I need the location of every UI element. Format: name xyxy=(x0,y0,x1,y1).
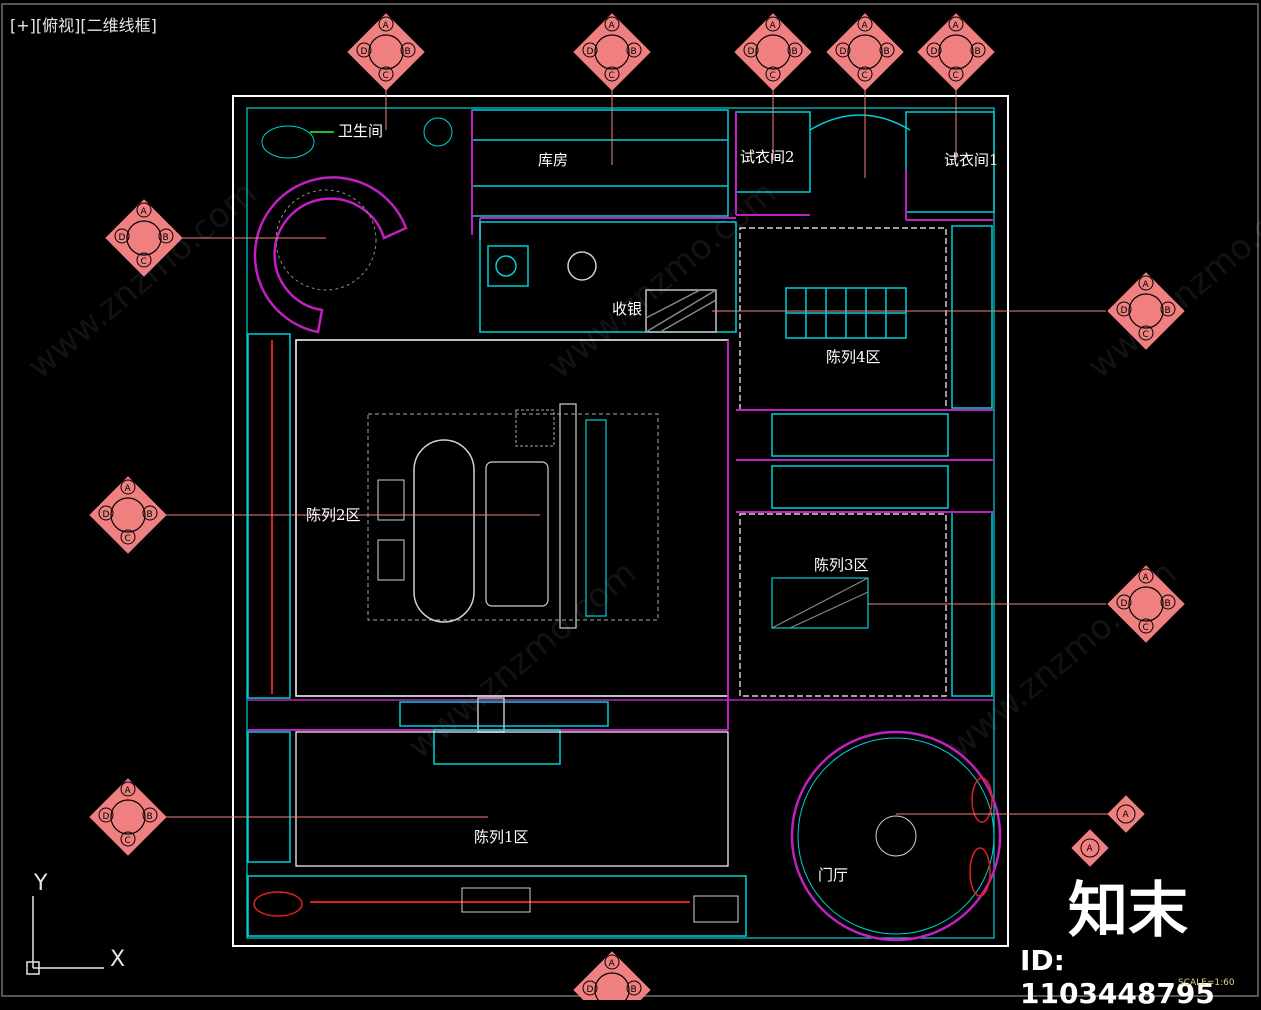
svg-text:B: B xyxy=(884,47,890,57)
inner-wall xyxy=(246,107,995,939)
svg-text:D: D xyxy=(361,47,368,57)
room-label-cashier: 收银 xyxy=(612,300,642,318)
section-symbols: A B C D A B C D A B C D A B C D A B C D A B C D A B C D A B C D A B C D A B C D… xyxy=(89,13,1185,1000)
section-symbol: A B C D xyxy=(734,13,812,91)
x-axis-label: X xyxy=(110,947,125,972)
section-symbol: A B C D xyxy=(917,13,995,91)
small-symbols: AA xyxy=(1071,795,1145,867)
room-label-storage: 库房 xyxy=(538,151,568,169)
svg-text:B: B xyxy=(405,47,411,57)
svg-text:A: A xyxy=(1087,844,1094,854)
image-id-badge: ID: 1103448795 xyxy=(1020,944,1215,1010)
svg-text:A: A xyxy=(141,207,148,217)
section-symbol: A B C D xyxy=(105,199,183,277)
svg-text:D: D xyxy=(931,47,938,57)
svg-text:D: D xyxy=(103,510,110,520)
svg-text:D: D xyxy=(587,985,594,995)
viewport-label[interactable]: [+][俯视][二维线框] xyxy=(10,16,157,35)
svg-text:B: B xyxy=(163,233,169,243)
elevation-symbol: A xyxy=(1071,829,1109,867)
svg-text:C: C xyxy=(770,71,776,81)
room-label-bathroom: 卫生间 xyxy=(338,122,383,140)
svg-text:C: C xyxy=(383,71,389,81)
svg-text:C: C xyxy=(953,71,959,81)
magenta-dividers xyxy=(248,340,994,731)
bathroom-fixtures xyxy=(261,117,453,159)
svg-text:A: A xyxy=(1123,810,1130,820)
svg-text:D: D xyxy=(1121,599,1128,609)
svg-text:A: A xyxy=(125,484,132,494)
svg-text:D: D xyxy=(103,812,110,822)
viewport-frame xyxy=(1,3,1259,997)
foyer-circle xyxy=(790,730,1002,942)
svg-text:C: C xyxy=(1143,330,1149,340)
elevation-symbol: A xyxy=(1107,795,1145,833)
right-zones xyxy=(739,227,947,697)
watermark: www.znzmo.com xyxy=(400,553,644,767)
section-symbol: A B C D xyxy=(573,13,651,91)
svg-text:A: A xyxy=(609,21,616,31)
svg-text:A: A xyxy=(770,21,777,31)
bottom-strip xyxy=(247,875,747,937)
svg-text:A: A xyxy=(1143,573,1150,583)
room-label-display1: 陈列1区 xyxy=(474,828,529,846)
svg-text:C: C xyxy=(141,257,147,267)
section-symbol: A B C D xyxy=(1107,565,1185,643)
svg-text:A: A xyxy=(862,21,869,31)
room-label-foyer: 门厅 xyxy=(818,866,848,884)
svg-text:D: D xyxy=(587,47,594,57)
svg-text:C: C xyxy=(862,71,868,81)
room-label-fitting1: 试衣间1 xyxy=(944,151,999,169)
svg-text:A: A xyxy=(953,21,960,31)
svg-text:A: A xyxy=(609,959,616,969)
svg-text:C: C xyxy=(609,71,615,81)
room-label-display3: 陈列3区 xyxy=(814,556,869,574)
svg-text:B: B xyxy=(147,812,153,822)
section-symbol: A B C D xyxy=(347,13,425,91)
svg-text:D: D xyxy=(119,233,126,243)
section-symbol: A B C D xyxy=(89,778,167,856)
svg-text:A: A xyxy=(1143,280,1150,290)
svg-text:D: D xyxy=(748,47,755,57)
leader-lines xyxy=(162,90,1110,818)
room-label-display2: 陈列2区 xyxy=(306,506,361,524)
svg-text:B: B xyxy=(1165,599,1171,609)
svg-text:B: B xyxy=(631,47,637,57)
display1-zone xyxy=(295,731,729,867)
svg-text:D: D xyxy=(840,47,847,57)
round-booth xyxy=(253,176,408,334)
svg-text:B: B xyxy=(1165,306,1171,316)
section-symbol: A B C D xyxy=(89,476,167,554)
scale-note: SCALE=1:60 xyxy=(1178,978,1235,988)
ucs-icon xyxy=(26,896,104,975)
svg-text:B: B xyxy=(147,510,153,520)
y-axis-label: Y xyxy=(33,871,48,896)
room-label-fitting2: 试衣间2 xyxy=(740,148,795,166)
magenta-partitions xyxy=(471,110,994,240)
svg-text:B: B xyxy=(792,47,798,57)
svg-text:B: B xyxy=(975,47,981,57)
svg-text:A: A xyxy=(383,21,390,31)
section-symbol: A B C D xyxy=(1107,272,1185,350)
svg-text:B: B xyxy=(631,985,637,995)
svg-text:C: C xyxy=(125,836,131,846)
section-symbol: A B C D xyxy=(826,13,904,91)
svg-text:C: C xyxy=(1143,623,1149,633)
svg-text:C: C xyxy=(125,534,131,544)
watermark: www.znzmo.com xyxy=(1080,173,1261,387)
room-label-display4: 陈列4区 xyxy=(826,348,881,366)
svg-text:A: A xyxy=(125,786,132,796)
outer-wall xyxy=(232,95,1009,947)
brand-logo-text: 知末 xyxy=(1068,876,1188,946)
watermark: www.znzmo.com xyxy=(540,173,784,387)
left-rack xyxy=(247,333,291,863)
svg-text:D: D xyxy=(1121,306,1128,316)
